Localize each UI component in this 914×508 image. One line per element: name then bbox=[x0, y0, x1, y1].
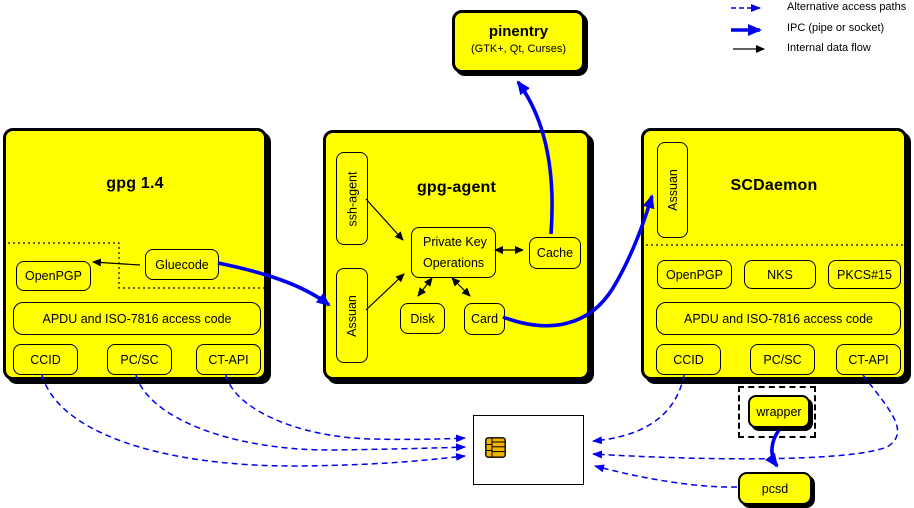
scdaemon-ctapi-node: CT-API bbox=[836, 344, 901, 375]
gpg14-ccid-label: CCID bbox=[30, 352, 61, 367]
scdaemon-assuan-node: Assuan bbox=[657, 142, 688, 238]
gpg14-ccid-node: CCID bbox=[13, 344, 78, 375]
pinentry-title: pinentry bbox=[488, 23, 549, 40]
gpg14-pcsc-label: PC/SC bbox=[120, 352, 159, 367]
alt-scdaemon-ccid-to-card bbox=[592, 374, 685, 445]
pcsd-node: pcsd bbox=[738, 472, 812, 505]
ssh-agent-label: ssh-agent bbox=[345, 171, 359, 226]
scdaemon-openpgp-label: OpenPGP bbox=[666, 267, 723, 282]
scdaemon-pcsc-node: PC/SC bbox=[750, 344, 815, 375]
wrapper-label: wrapper bbox=[756, 404, 802, 419]
pinentry-box: pinentry (GTK+, Qt, Curses) bbox=[452, 10, 585, 73]
scdaemon-title: SCDaemon bbox=[730, 177, 818, 194]
gpg14-ctapi-label: CT-API bbox=[208, 352, 249, 367]
pko-line1: Private Key bbox=[423, 234, 487, 249]
gpg14-pcsc-node: PC/SC bbox=[107, 344, 172, 375]
gpg14-ctapi-node: CT-API bbox=[196, 344, 261, 375]
scdaemon-apdu-node: APDU and ISO-7816 access code bbox=[656, 302, 901, 335]
alt-pcsd-to-card bbox=[594, 464, 738, 488]
scdaemon-nks-node: NKS bbox=[744, 260, 816, 289]
scdaemon-pcsc-label: PC/SC bbox=[763, 352, 802, 367]
pcsd-label: pcsd bbox=[761, 481, 789, 496]
pinentry-subtitle: (GTK+, Qt, Curses) bbox=[470, 43, 567, 55]
gpg14-box: gpg 1.4 OpenPGP Gluecode APDU and ISO-78… bbox=[3, 128, 267, 380]
card-label: Card bbox=[470, 312, 499, 326]
cache-node: Cache bbox=[529, 237, 581, 269]
scdaemon-nks-label: NKS bbox=[767, 267, 793, 282]
gpg14-apdu-label: APDU and ISO-7816 access code bbox=[42, 311, 232, 326]
gpg-agent-ssh-agent-node: ssh-agent bbox=[336, 152, 368, 245]
gpg14-gluecode-node: Gluecode bbox=[145, 249, 219, 280]
scdaemon-ccid-node: CCID bbox=[656, 344, 721, 375]
scdaemon-box: SCDaemon Assuan OpenPGP NKS PKCS#15 APDU… bbox=[641, 128, 907, 380]
card-node: Card bbox=[464, 303, 505, 335]
gpg14-openpgp-node: OpenPGP bbox=[16, 261, 91, 291]
scdaemon-openpgp-node: OpenPGP bbox=[657, 260, 732, 289]
gpg14-title: gpg 1.4 bbox=[106, 175, 164, 192]
scdaemon-ccid-label: CCID bbox=[673, 352, 704, 367]
gpg-agent-title: gpg-agent bbox=[416, 179, 497, 196]
wrapper-node: wrapper bbox=[748, 395, 810, 428]
gpg-agent-box: gpg-agent ssh-agent Assuan Private Key O… bbox=[323, 130, 590, 380]
disk-label: Disk bbox=[410, 311, 435, 326]
smartcard-chip-icon bbox=[485, 437, 506, 458]
alt-gpg14-ccid-to-card bbox=[41, 374, 466, 467]
private-key-operations-node: Private Key Operations bbox=[411, 227, 496, 278]
gpg14-gluecode-label: Gluecode bbox=[155, 257, 209, 272]
scdaemon-ctapi-label: CT-API bbox=[848, 352, 889, 367]
legend-alternative-label: Alternative access paths bbox=[787, 1, 907, 13]
smartcard bbox=[473, 415, 584, 485]
pko-line2: Operations bbox=[423, 255, 485, 270]
legend-ipc-label: IPC (pipe or socket) bbox=[787, 22, 885, 34]
disk-node: Disk bbox=[400, 303, 445, 334]
cache-label: Cache bbox=[536, 246, 574, 260]
alt-gpg14-ctapi-to-card bbox=[225, 374, 466, 443]
gpg14-apdu-node: APDU and ISO-7816 access code bbox=[13, 302, 261, 335]
gpg14-openpgp-label: OpenPGP bbox=[25, 269, 82, 283]
gpg-agent-assuan-label: Assuan bbox=[345, 294, 360, 337]
legend-internal-label: Internal data flow bbox=[787, 42, 871, 54]
scdaemon-pkcs15-label: PKCS#15 bbox=[837, 267, 892, 282]
gpg-agent-assuan-node: Assuan bbox=[336, 268, 368, 363]
alt-gpg14-pcsc-to-card bbox=[135, 374, 466, 452]
scdaemon-pkcs15-node: PKCS#15 bbox=[828, 260, 901, 289]
scdaemon-apdu-label: APDU and ISO-7816 access code bbox=[684, 311, 873, 326]
scdaemon-assuan-label: Assuan bbox=[665, 169, 680, 211]
